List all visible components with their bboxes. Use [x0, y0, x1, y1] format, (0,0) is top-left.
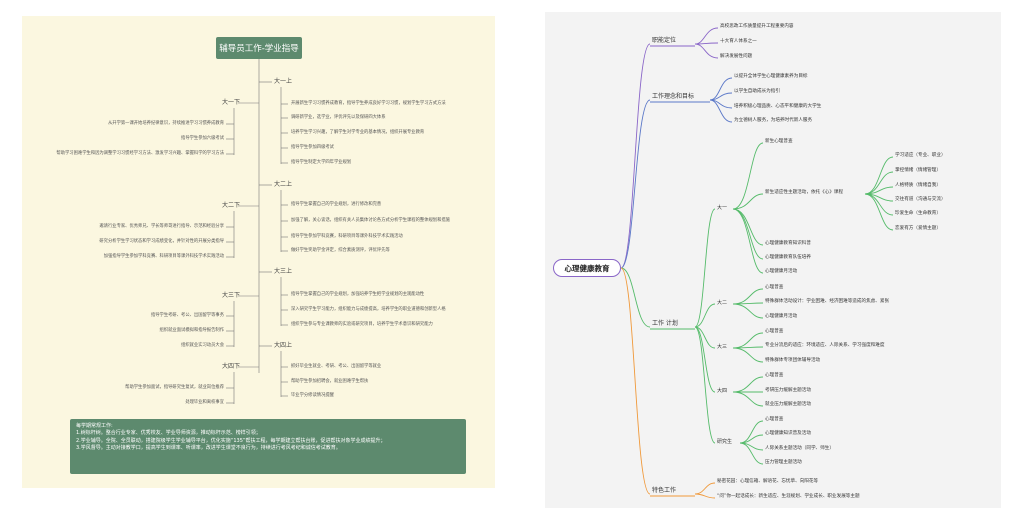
list-item: 珍爱生命（生命教育） [895, 211, 941, 216]
branch-label-grade4-up: 大四上 [274, 342, 293, 349]
list-item: 高校思政工作质量提升工程重要内容 [720, 24, 794, 29]
grade-label-4: 大四 [717, 388, 728, 394]
summary-heading: 每学期常规工作: [76, 423, 113, 429]
list-item: 开展新生学习习惯养成教育，指导学生养成良好学习习惯，规划学生学习方式方法 [291, 101, 446, 106]
right-root-node: 心理健康教育 [553, 259, 621, 277]
list-item: 心理普查 [765, 285, 784, 290]
list-item: 心理普查 [765, 329, 784, 334]
left-connector-lines [226, 59, 288, 404]
list-item: 为立德树人服务，为培养时代新人服务 [734, 118, 813, 123]
list-item: 指导学生参加学科竞赛，科研项目等课外科技学术实践活动 [291, 234, 403, 239]
list-item: 心理健康月活动 [765, 314, 798, 319]
list-item: 指导学生参加六级考试 [181, 136, 224, 141]
list-item: 考研压力缓解主题活动 [765, 388, 811, 393]
branch-label-grade2-down: 大二下 [222, 202, 241, 209]
list-item: 帮助学习困难学生和因为调整学习习惯经学习方法、激发学习兴趣、掌握科学的学习方法 [56, 151, 224, 156]
grade-label-grad: 研究生 [717, 439, 733, 445]
list-item: “问”你一起话成长：新生适应、生涯规划、学业成长、职业发展等主题 [717, 494, 860, 499]
list-item: 心理健康教育知识科普 [765, 241, 811, 246]
grade-label-1: 大一 [717, 205, 728, 211]
summary-line: 1.树标杆树。整合行业专家、优秀校友、学业导师资源，推动标杆示范、榜样引领； [76, 430, 261, 437]
branch-label-grade1-up: 大一上 [274, 78, 293, 85]
list-item: 调研新学业，选学业，评优评先以及保研四大体系 [291, 115, 386, 120]
list-item: 帮助学生参加面试，指导研究生复试，就业岗位推荐 [125, 385, 224, 390]
list-item: 特殊群体活动设计：学业困难、经济困难等造成的焦虑、紧张 [765, 299, 890, 304]
branch-label-role: 职能定位 [652, 37, 677, 44]
list-item: 组织就业面试模拟和指导报告制作 [159, 328, 224, 333]
list-item: 心理健康知识普及活动 [765, 431, 811, 436]
list-item: 新生心理普查 [765, 139, 793, 144]
list-item: 人格特质（情绪自我） [895, 183, 941, 188]
list-item: 深入研究学生学习能力，组织能力与成绩提高，培养学生的职业道德和创新型人格 [291, 307, 446, 312]
list-item: 培养积极心理品质、心态平和健康的大学生 [734, 104, 822, 109]
list-item: 研究分析学生学习状态和学习成绩变化，并针对性的开展分类指导 [99, 239, 224, 244]
list-item: 就业压力缓解主题活动 [765, 402, 811, 407]
list-item: 指导学生掌握自己的学业规划，加强培养学生把学业规划的主观能动性 [291, 292, 425, 297]
routine-work-summary: 每学期常规工作: 1.树标杆树。整合行业专家、优秀校友、学业导师资源，推动标杆示… [70, 419, 466, 474]
grade-label-3: 大三 [717, 344, 728, 350]
list-item: 邀请行业专家、优秀师兄、学长等师哥进行指导、示范和经验分享 [99, 224, 224, 229]
list-item: 指导学生参加四级考试 [291, 145, 334, 150]
list-item: 学习适应（专业、职业） [895, 153, 946, 158]
list-item: 指导学生考研、考公、出国留学等事务 [150, 313, 224, 318]
branch-label-grade3-down: 大三下 [222, 292, 241, 299]
list-item: 毕业学分修读情况提醒 [291, 393, 334, 398]
list-item: 掌控情绪（情绪管理） [895, 168, 941, 173]
list-item: 抓好毕业生就业、考研、考公、出国留学等就业 [291, 364, 382, 369]
list-item: 组织学生参与专业课教师的实验或研究项目，培养学生学术意识和研究能力 [291, 322, 433, 327]
list-item: 以提升全体学生心理健康素养为目标 [734, 74, 808, 79]
list-item: 专业分流后的适应：环境适应、人际关系、学习强度和难度 [765, 343, 885, 348]
list-item: 心理普查 [765, 373, 784, 378]
list-item: 恋爱有方（爱情主题） [895, 226, 941, 231]
branch-label-grade1-down: 大一下 [222, 99, 241, 106]
list-item: 心理健康教育队伍培养 [765, 255, 811, 260]
branch-label-grade3-up: 大三上 [274, 268, 293, 275]
list-item: 处理毕业和离校事宜 [185, 400, 224, 405]
branch-label-feature: 特色工作 [652, 487, 677, 494]
list-item: 加强指导学生参加学科竞赛、科研项目等课外科技学术实践活动 [103, 254, 224, 259]
summary-line: 3.学风督导。主动对接教学口，提高学生到课率、听课率，改进学生课堂不良行为，持续… [76, 444, 341, 451]
left-mindmap-panel: 辅导员工作-学业指导 大一上 大二上 大三上 大四上 大一下 大二下 大三下 大… [22, 16, 495, 488]
right-mindmap-panel: 心理健康教育 职能定位 工作理念和目标 工作 计划 特色工作 高校思政工作质量提… [545, 12, 1001, 508]
list-item: 解决发展性问题 [720, 54, 753, 59]
list-item: 心理健康月活动 [765, 269, 798, 274]
branch-label-grade4-down: 大四下 [222, 363, 241, 370]
list-item: 帮助学生参加招聘会，就业困难学生帮扶 [291, 379, 369, 384]
list-item: 加强了解，关心谈话，组织有关人员集体讨论各方式分析学生课程的整体规划和措施 [291, 218, 450, 223]
list-item: 特殊群体专项团体辅导活动 [765, 358, 821, 363]
branch-label-plan: 工作 计划 [652, 320, 678, 327]
list-item: 人际关系主题活动（同学、师生） [765, 446, 834, 451]
branch-label-grade2-up: 大二上 [274, 181, 293, 188]
list-item: 做好学生奖助学金评定，综合素质测评，评优评先等 [291, 248, 390, 253]
list-item: 十大育人体系之一 [720, 39, 757, 44]
list-item: 秘密花园：心理信箱、解语花、忘忧草、向阳花等 [717, 479, 819, 484]
list-item: 培养学生学习兴趣，了解学生对学专业的基本情况，组织开展专业教育 [291, 130, 425, 135]
list-item: 心理普查 [765, 417, 784, 422]
list-item: 新生适应性主题活动，依托《心》课程 [765, 190, 844, 195]
summary-line: 2.学业辅导。全院、全员联动，搭建院级学生学业辅导平台，优化实施“135”帮扶工… [76, 437, 386, 444]
left-root-title: 辅导员工作-学业指导 [216, 37, 302, 59]
list-item: 指导学生掌握自己的学业规划，进行修改和完善 [291, 202, 382, 207]
list-item: 指导学生制定大学四年学业规划 [291, 160, 352, 165]
list-item: 交往有道（沟通与交流） [895, 197, 946, 202]
list-item: 从开学第一课开始培养纪律意识，持续推进学习习惯养成教育 [107, 121, 224, 126]
right-connector-lines [620, 27, 894, 499]
list-item: 压力管理主题活动 [765, 460, 802, 465]
branch-label-concept: 工作理念和目标 [652, 93, 695, 100]
grade-label-2: 大二 [717, 300, 728, 306]
list-item: 组织就业实习动员大会 [181, 343, 224, 348]
list-item: 以学生自助成长为指引 [734, 89, 780, 94]
